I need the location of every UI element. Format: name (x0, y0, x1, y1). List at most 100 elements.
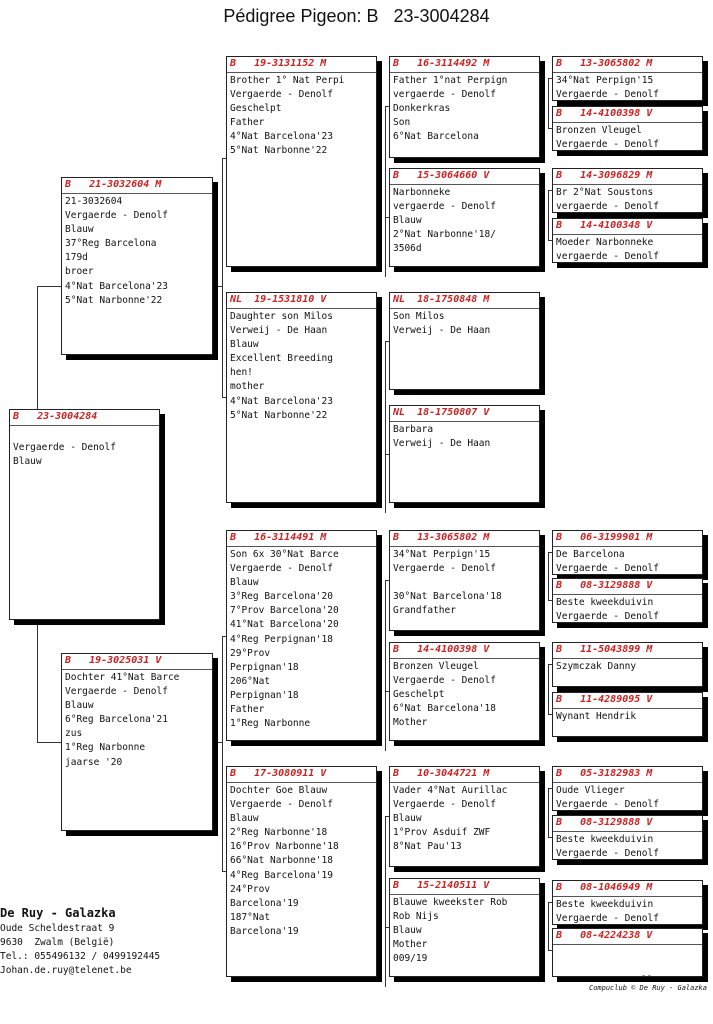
pigeon-ring-header: B 19-3025031 V (62, 654, 212, 670)
title-ring: 23-3004284 (393, 6, 490, 26)
connector-line (548, 902, 552, 903)
pigeon-detail-line (13, 427, 156, 441)
pigeon-detail-line: 4°Nat Barcelona'23 (230, 395, 333, 407)
pigeon-detail-line: Vergaerde - Denolf (556, 563, 659, 575)
pigeon-ring-header: B 08-4224238 V (553, 929, 702, 945)
pigeon-detail-line: Barcelona'19 (230, 897, 299, 909)
pigeon-details: Szymczak Danny (553, 659, 702, 674)
pigeon-detail-line: Vergaerde - Denolf (230, 799, 333, 811)
pigeon-detail-line: jaarse '20 (65, 756, 123, 768)
pigeon-detail-line: Vergaerde - Denolf (393, 675, 496, 687)
pigeon-detail-line: Blauw (230, 577, 259, 589)
connector-line (548, 190, 549, 240)
pigeon-detail-line: hen! (230, 367, 253, 379)
pigeon-detail-line: broer (65, 266, 94, 278)
connector-line (548, 664, 549, 714)
pigeon-detail-line: Rob Nijs (393, 911, 439, 923)
pigeon-detail-line: Vergaerde - Denolf (65, 686, 168, 698)
connector-line (37, 620, 38, 743)
pigeon-detail-line: Beste kweekduivin (556, 834, 654, 845)
connector-line (385, 217, 389, 218)
pigeon-details: Wynant Hendrik (553, 709, 702, 724)
pigeon-detail-line: 8°Nat Pau'13 (393, 841, 462, 853)
pigeon-detail-line: Beste kweekduivin (556, 597, 654, 608)
pigeon-detail-line: Oude Vlieger (556, 785, 625, 796)
pigeon-card-g16[interactable]: B 08-4224238 VLuc Van Coppenolle (552, 928, 703, 977)
connector-line (548, 950, 552, 951)
connector-line (548, 788, 549, 837)
connector-line (222, 397, 226, 398)
pigeon-detail-line: 2°Reg Narbonne'18 (230, 827, 328, 839)
pigeon-detail-line: Vergaerde - Denolf (556, 799, 659, 811)
connector-line (548, 837, 552, 838)
pigeon-detail-line: Mother (393, 717, 428, 729)
connector-line (548, 78, 552, 79)
pigeon-detail-line: Moeder Narbonneke (556, 237, 654, 248)
connector-line (385, 342, 386, 513)
pigeon-ring-header: B 05-3182983 M (553, 767, 702, 783)
pigeon-detail-line: Blauw (230, 813, 259, 825)
owner-name: De Ruy - Galazka (0, 906, 116, 920)
pigeon-details: Luc Van Coppenolle (553, 945, 702, 976)
connector-line (385, 816, 389, 817)
connector-line (548, 902, 549, 950)
pigeon-detail-line: 4°Nat Barcelona'23 (230, 131, 333, 143)
connector-line (385, 927, 389, 928)
connector-line (548, 664, 552, 665)
pigeon-detail-line: 6°Reg Barcelona'21 (65, 714, 168, 726)
connector-line (222, 158, 226, 159)
footer-credit: Compuclub © De Ruy - Galazka (588, 984, 707, 992)
connector-line (385, 816, 386, 987)
pigeon-detail-line: 4°Nat Barcelona'23 (65, 280, 168, 292)
pigeon-ring-header: B 14-3096829 M (553, 169, 702, 185)
pigeon-detail-line: 5°Nat Narbonne'22 (230, 409, 328, 421)
pigeon-detail-line: Geschelpt (230, 103, 282, 115)
pigeon-ring-header: B 11-4289095 V (553, 693, 702, 709)
pigeon-ring-header: B 21-3032604 M (62, 178, 212, 194)
pigeon-detail-line: De Barcelona (556, 549, 625, 560)
pigeon-detail-line: Vergaerde - Denolf (556, 611, 659, 623)
pigeon-detail-line: Vergaerde - Denolf (65, 210, 168, 222)
connector-line (385, 106, 386, 277)
owner-email[interactable]: Johan.de.ruy@telenet.be (0, 965, 132, 976)
pigeon-detail-line: Father (230, 117, 265, 129)
pigeon-detail-line: 179d (65, 252, 88, 264)
pigeon-detail-line: Excellent Breeding (230, 353, 333, 365)
pigeon-detail-line: Grandfather (393, 605, 456, 617)
pigeon-detail-line: 1°Reg Narbonne (230, 718, 311, 730)
pigeon-detail-line: Daughter son Milos (230, 311, 333, 322)
owner-street: Oude Scheldestraat 9 (0, 923, 115, 934)
pigeon-detail-line: Vergaerde - Denolf (230, 89, 333, 101)
pigeon-detail-line: Barbara (393, 424, 434, 435)
